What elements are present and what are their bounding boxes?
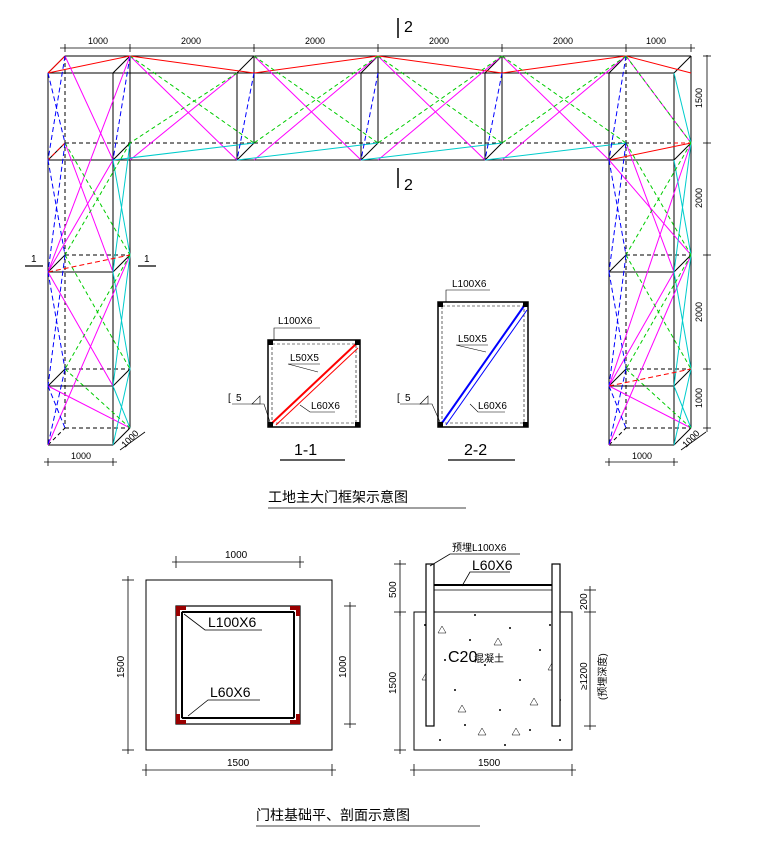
section-1-1-detail — [232, 327, 361, 461]
plan-dim-right: 1000 — [338, 655, 349, 678]
plan-dim-left: 1500 — [116, 655, 127, 678]
s2-brace-label: L50X5 — [458, 334, 487, 345]
elev-dim-top-left: 500 — [388, 581, 399, 598]
s1-weld-symbol: [ — [228, 393, 231, 404]
foundation-plan — [122, 556, 356, 776]
dim-top-6: 1000 — [646, 36, 666, 46]
top-braces-magenta — [64, 55, 692, 161]
elev-dim-right: ≥1200 — [579, 662, 590, 690]
dim-right-4: 1000 — [694, 388, 704, 408]
elev-concrete-suffix: 混凝土 — [474, 652, 504, 665]
dim-right-2: 2000 — [694, 188, 704, 208]
right-braces — [608, 55, 692, 446]
elev-dim-right-top: 200 — [579, 593, 590, 610]
elev-embed-label: 预埋L100X6 — [452, 542, 507, 554]
section-mark-2-bottom: 2 — [404, 177, 413, 194]
dim-top-4: 2000 — [429, 36, 449, 46]
top-braces-blue — [112, 55, 627, 161]
dim-right-3: 2000 — [694, 302, 704, 322]
caption-foundation: 门柱基础平、剖面示意图 — [256, 807, 410, 824]
section-mark-1-left: 1 — [31, 254, 37, 265]
dim-top-5: 2000 — [553, 36, 573, 46]
elev-dim-bottom: 1500 — [478, 758, 501, 769]
left-braces — [47, 55, 131, 446]
section-mark-2-top: 2 — [404, 19, 413, 36]
s1-outer-angle-label: L100X6 — [278, 316, 313, 327]
top-dimensions — [60, 44, 695, 52]
s1-inner-angle-label: L60X6 — [311, 401, 340, 412]
s2-inner-angle-label: L60X6 — [478, 401, 507, 412]
dim-right-1: 1500 — [694, 88, 704, 108]
elev-beam-label: L60X6 — [472, 557, 513, 573]
s1-weld-label: 5 — [236, 393, 242, 404]
dim-bottom-left-depth: 1000 — [119, 428, 140, 449]
s2-weld-label: 5 — [405, 393, 411, 404]
dim-top-1: 1000 — [88, 36, 108, 46]
s2-outer-angle-label: L100X6 — [452, 279, 487, 290]
dim-bottom-right: 1000 — [632, 451, 652, 461]
dim-top-2: 2000 — [181, 36, 201, 46]
dim-bottom-right-depth: 1000 — [680, 428, 701, 449]
bottom-dimensions — [44, 431, 707, 466]
s2-weld-symbol: [ — [397, 393, 400, 404]
s2-title: 2-2 — [464, 442, 487, 459]
s1-title: 1-1 — [294, 442, 317, 459]
gate-frame — [47, 55, 692, 446]
elev-dim-left: 1500 — [388, 671, 399, 694]
top-braces-cyan — [112, 72, 692, 161]
elev-dim-right-note: (预埋深度) — [596, 653, 609, 700]
foundation-elevation — [394, 553, 596, 776]
plan-inner-angle-label: L60X6 — [210, 684, 251, 700]
right-column — [608, 56, 692, 446]
plan-dim-top: 1000 — [225, 550, 248, 561]
s1-brace-label: L50X5 — [290, 353, 319, 364]
top-braces-green — [129, 55, 627, 144]
plan-dim-bottom: 1500 — [227, 758, 250, 769]
right-dimensions — [703, 55, 711, 432]
dim-top-3: 2000 — [305, 36, 325, 46]
elev-concrete-grade: C20 — [448, 649, 477, 666]
caption-frame: 工地主大门框架示意图 — [268, 489, 408, 506]
section-mark-1-right: 1 — [144, 254, 150, 265]
section-2-2-detail — [400, 289, 529, 461]
dim-bottom-left: 1000 — [71, 451, 91, 461]
plan-outer-angle-label: L100X6 — [208, 614, 256, 630]
